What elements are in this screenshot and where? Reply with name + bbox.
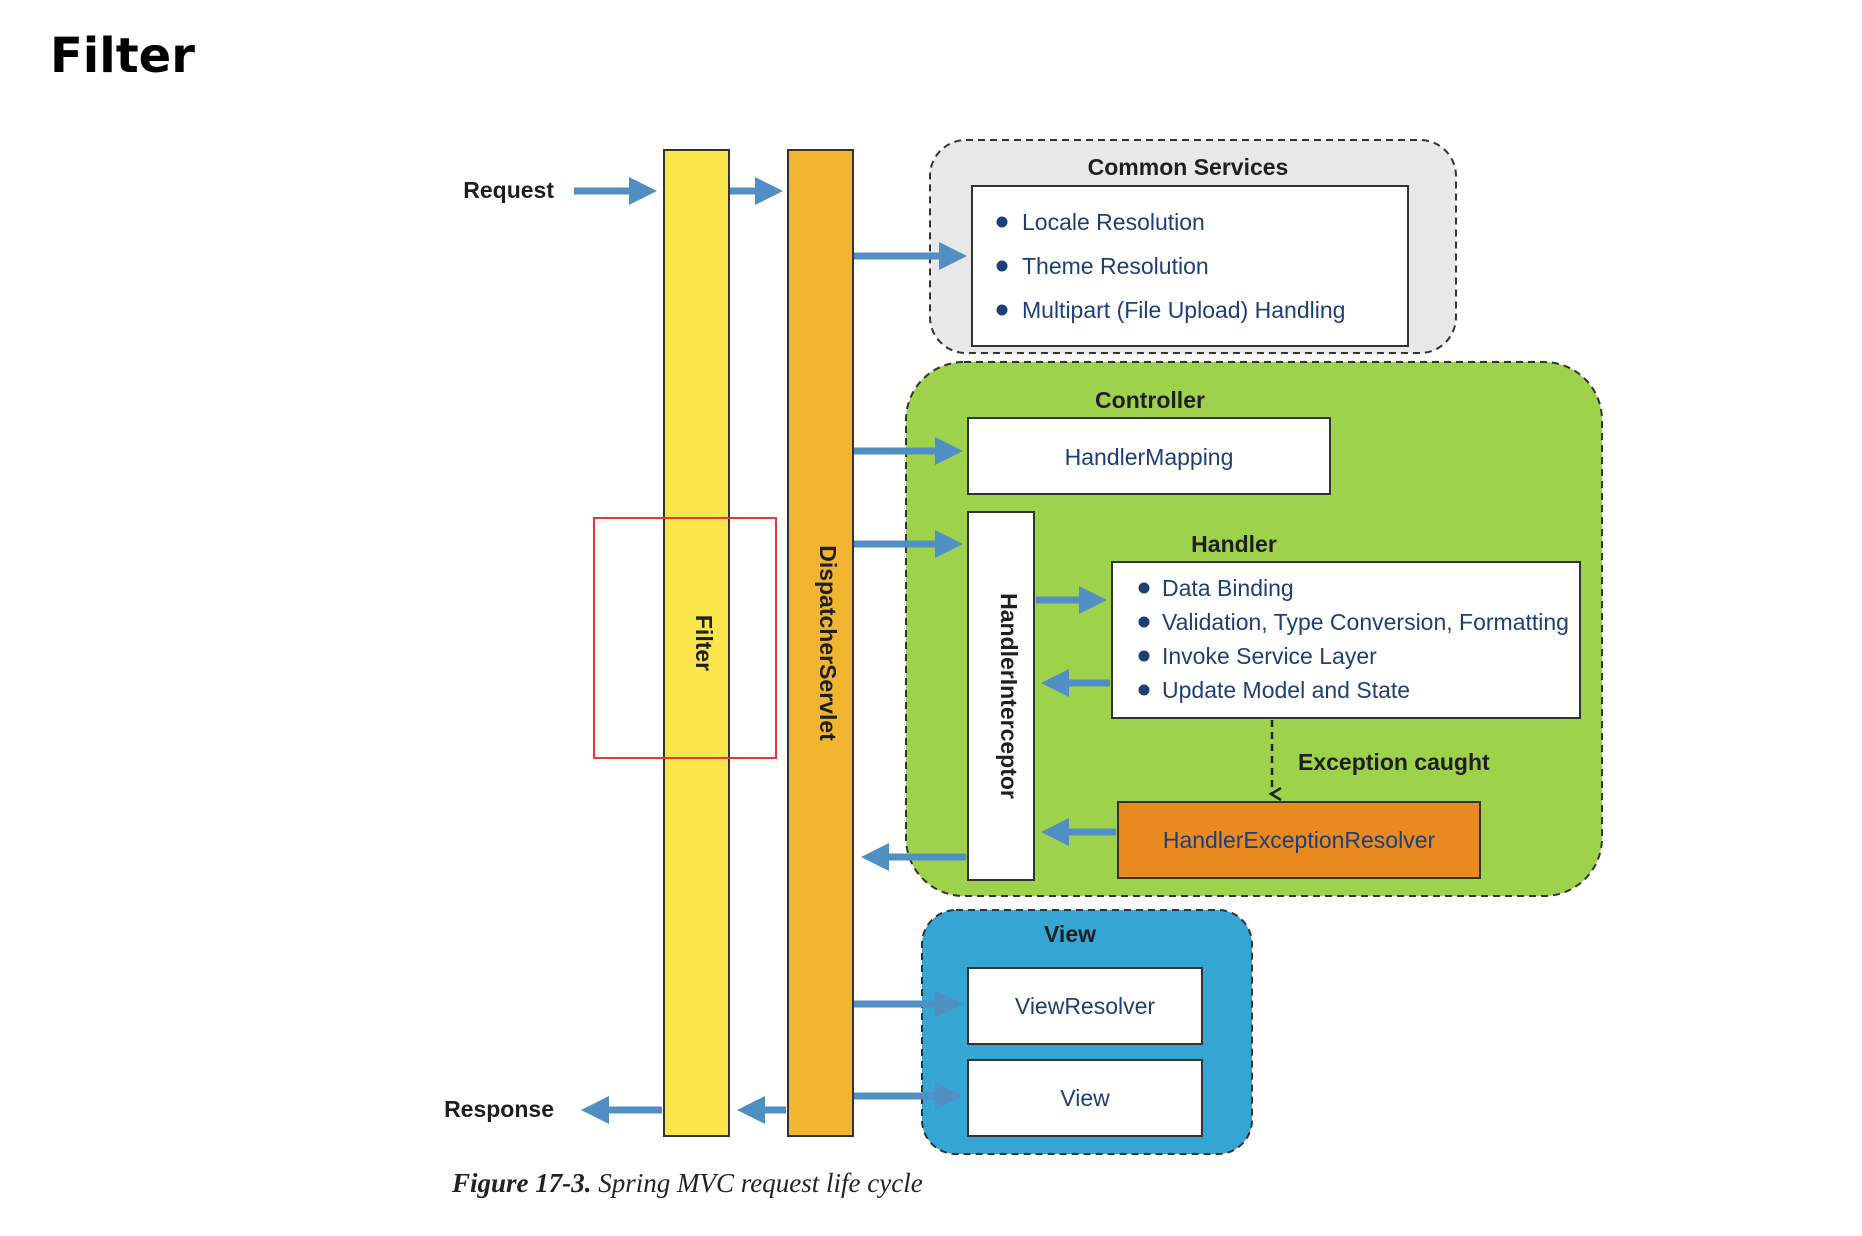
handler-interceptor-label: HandlerInterceptor (996, 593, 1022, 799)
handler-mapping-label: HandlerMapping (1065, 444, 1234, 470)
view-resolver-label: ViewResolver (1015, 993, 1156, 1019)
figure-text: Spring MVC request life cycle (598, 1168, 923, 1198)
bullet-icon (1138, 650, 1150, 662)
dispatcher-servlet-column: DispatcherServlet (787, 149, 854, 1137)
filter-column: Filter (663, 149, 730, 1137)
common-service-item: Theme Resolution (1022, 253, 1209, 279)
handler-list: Data Binding Validation, Type Conversion… (1138, 575, 1569, 703)
common-services-list: Locale Resolution Theme Resolution Multi… (996, 209, 1345, 323)
controller-group: Controller HandlerMapping HandlerInterce… (905, 361, 1603, 897)
view-box (967, 1059, 1203, 1137)
exception-caught-label: Exception caught (1298, 749, 1490, 775)
bullet-icon (996, 260, 1008, 272)
request-label: Request (463, 177, 554, 203)
figure-caption: Figure 17-3. Spring MVC request life cyc… (452, 1168, 923, 1199)
handler-item: Validation, Type Conversion, Formatting (1162, 609, 1569, 635)
handler-interceptor-box (967, 511, 1035, 881)
handler-item: Update Model and State (1162, 677, 1410, 703)
bullet-icon (1138, 582, 1150, 594)
page-title: Filter (50, 28, 195, 84)
bullet-icon (996, 304, 1008, 316)
handler-item: Data Binding (1162, 575, 1294, 601)
controller-title: Controller (1095, 387, 1205, 413)
common-services-group: Common Services Locale Resolution Theme … (929, 139, 1457, 354)
bullet-icon (1138, 616, 1150, 628)
flow-arrows (574, 177, 1116, 1124)
exception-resolver-label: HandlerExceptionResolver (1163, 827, 1436, 853)
view-group-title: View (1044, 921, 1096, 947)
handler-mapping-box (967, 417, 1331, 495)
response-label: Response (444, 1096, 554, 1122)
dispatcher-servlet-label: DispatcherServlet (815, 545, 841, 741)
common-service-item: Locale Resolution (1022, 209, 1205, 235)
bullet-icon (1138, 684, 1150, 696)
handler-item: Invoke Service Layer (1162, 643, 1377, 669)
figure-number: Figure 17-3. (452, 1168, 592, 1198)
filter-label: Filter (691, 615, 717, 671)
handler-box (1111, 561, 1581, 719)
common-service-item: Multipart (File Upload) Handling (1022, 297, 1345, 323)
view-box-label: View (1060, 1085, 1110, 1111)
view-resolver-box (967, 967, 1203, 1045)
bullet-icon (996, 216, 1008, 228)
filter-highlight-box (593, 517, 777, 759)
handler-title: Handler (1191, 531, 1277, 557)
common-services-title: Common Services (1088, 154, 1289, 180)
exception-resolver-box (1117, 801, 1481, 879)
view-group: View ViewResolver View (921, 909, 1253, 1155)
common-services-box (971, 185, 1409, 347)
